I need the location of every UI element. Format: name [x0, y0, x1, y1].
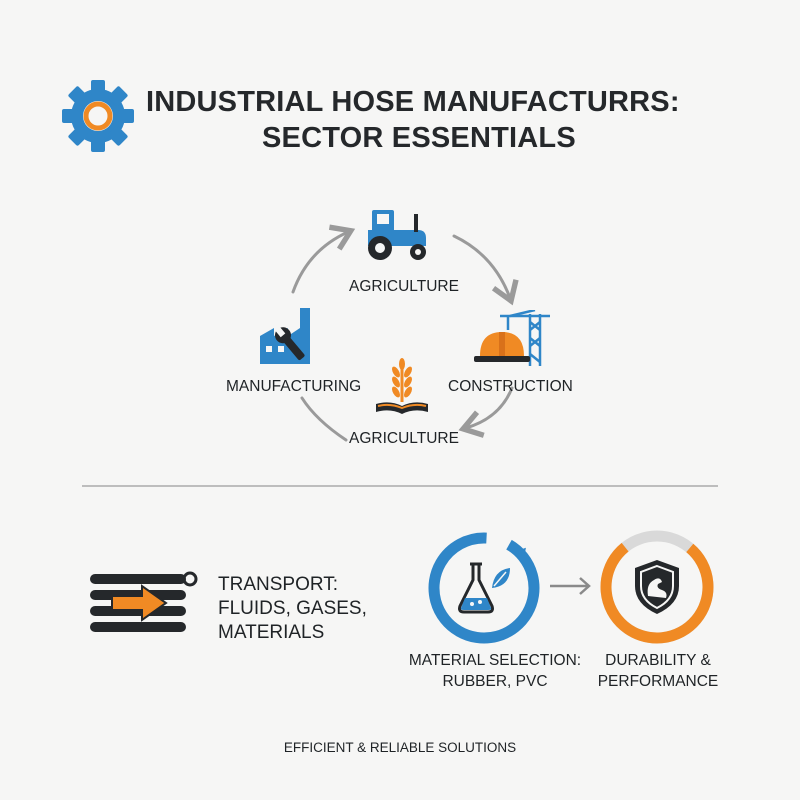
- cycle-label-top: AGRICULTURE: [349, 278, 459, 295]
- crane-hardhat-icon: [474, 310, 550, 366]
- transport-text: TRANSPORT: FLUIDS, GASES, MATERIALS: [218, 573, 367, 645]
- cycle-label-left: MANUFACTURING: [226, 378, 362, 395]
- factory-wrench-icon: [260, 308, 310, 364]
- wheat-book-icon: [376, 358, 428, 414]
- material-text: MATERIAL SELECTION: RUBBER, PVC: [395, 650, 595, 692]
- cycle-label-right: CONSTRUCTION: [448, 378, 573, 395]
- durability-line-2: PERFORMANCE: [597, 673, 719, 690]
- durability-line-1: DURABILITY &: [605, 652, 711, 669]
- transport-line-3: MATERIALS: [218, 622, 325, 643]
- title-line-1: INDUSTRIAL HOSE MANUFACTURRS:: [146, 86, 680, 118]
- durability-text: DURABILITY & PERFORMANCE: [588, 650, 728, 692]
- footer-tagline: EFFICIENT & RELIABLE SOLUTIONS: [283, 740, 517, 755]
- hose-arrow-icon: [90, 571, 198, 632]
- durability-ring: [600, 530, 714, 644]
- shield-strength-icon: [635, 560, 679, 614]
- cycle-arrows: [291, 224, 519, 442]
- material-line-1: MATERIAL SELECTION:: [408, 652, 582, 669]
- right-arrow-icon: [550, 577, 591, 595]
- title-line-2: SECTOR ESSENTIALS: [262, 122, 576, 154]
- flask-leaf-icon: [458, 562, 510, 614]
- cycle-arrow-top-left: [291, 224, 356, 294]
- transport-line-1: TRANSPORT:: [218, 574, 339, 595]
- cycle-label-bottom: AGRICULTURE: [349, 430, 459, 447]
- cycle-arrow-top-right: [452, 234, 519, 306]
- transport-line-2: FLUIDS, GASES,: [218, 598, 367, 619]
- material-line-2: RUBBER, PVC: [442, 673, 548, 690]
- cycle-arrow-bottom-right: [458, 386, 514, 438]
- material-ring: [428, 532, 540, 644]
- cycle-arrow-bottom-left: [300, 396, 348, 442]
- tractor-icon: [368, 210, 426, 260]
- page-title: INDUSTRIAL HOSE MANUFACTURRS: SECTOR ESS…: [146, 84, 786, 156]
- section-divider: [82, 485, 718, 487]
- gear-icon: [62, 80, 134, 152]
